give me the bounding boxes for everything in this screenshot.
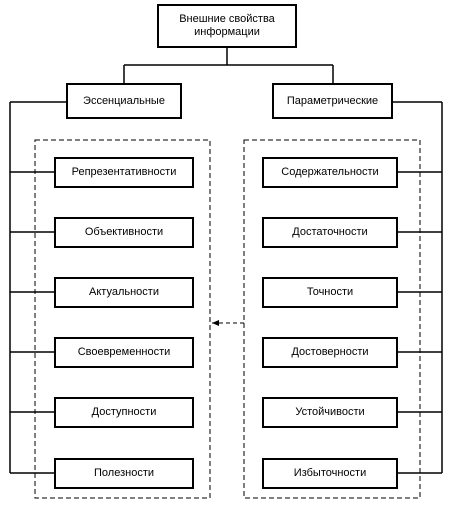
left-item-node: Своевременности bbox=[54, 337, 194, 368]
right-item-node: Устойчивости bbox=[262, 397, 398, 428]
left-category-node: Эссенциальные bbox=[66, 83, 182, 119]
left-item-node: Полезности bbox=[54, 458, 194, 489]
root-node-line1: Внешние свойства bbox=[179, 13, 275, 25]
root-node: Внешние свойства информации bbox=[157, 4, 297, 48]
left-item-node: Репрезентативности bbox=[54, 157, 194, 188]
right-category-node: Параметрические bbox=[272, 83, 393, 119]
left-item-node: Объективности bbox=[54, 217, 194, 248]
right-item-node: Достаточности bbox=[262, 217, 398, 248]
right-item-node: Содержательности bbox=[262, 157, 398, 188]
right-item-node: Достоверности bbox=[262, 337, 398, 368]
right-item-node: Точности bbox=[262, 277, 398, 308]
left-item-node: Актуальности bbox=[54, 277, 194, 308]
right-item-node: Избыточности bbox=[262, 458, 398, 489]
left-item-node: Доступности bbox=[54, 397, 194, 428]
root-node-line2: информации bbox=[194, 26, 260, 38]
